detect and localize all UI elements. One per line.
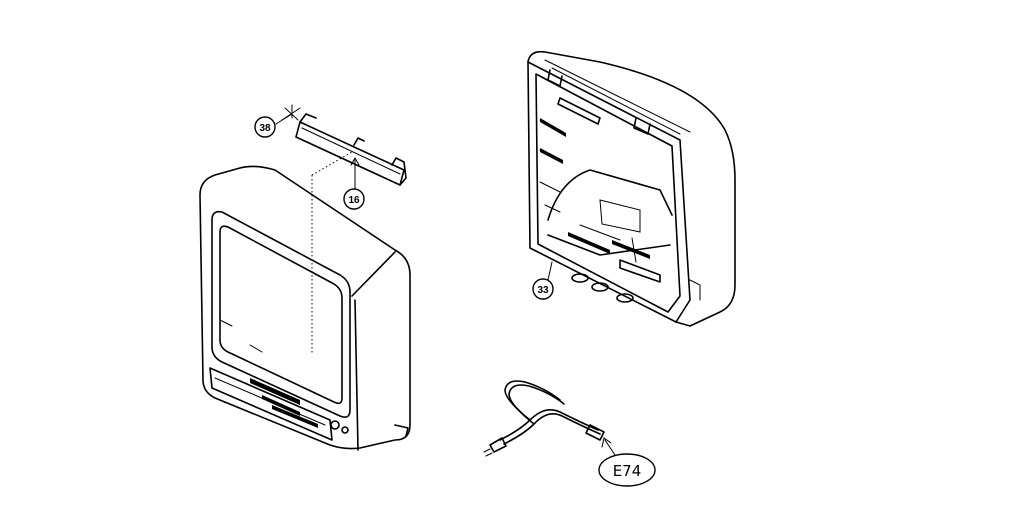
callout-power-cord: E74	[598, 437, 656, 487]
bracket-part	[295, 113, 407, 186]
callout-power-cord-label: E74	[613, 462, 642, 480]
front-cabinet	[199, 165, 411, 451]
callout-cabinet-label: 33	[537, 285, 549, 296]
callout-bracket-label: 16	[348, 195, 360, 206]
callout-cabinet: 33	[532, 261, 554, 300]
rear-cabinet	[527, 50, 736, 327]
callout-screw-label: 38	[259, 123, 271, 134]
screw-part	[281, 104, 301, 121]
callout-bracket: 16	[343, 156, 365, 210]
power-cord	[483, 380, 605, 457]
callout-screw: 38	[254, 113, 293, 138]
